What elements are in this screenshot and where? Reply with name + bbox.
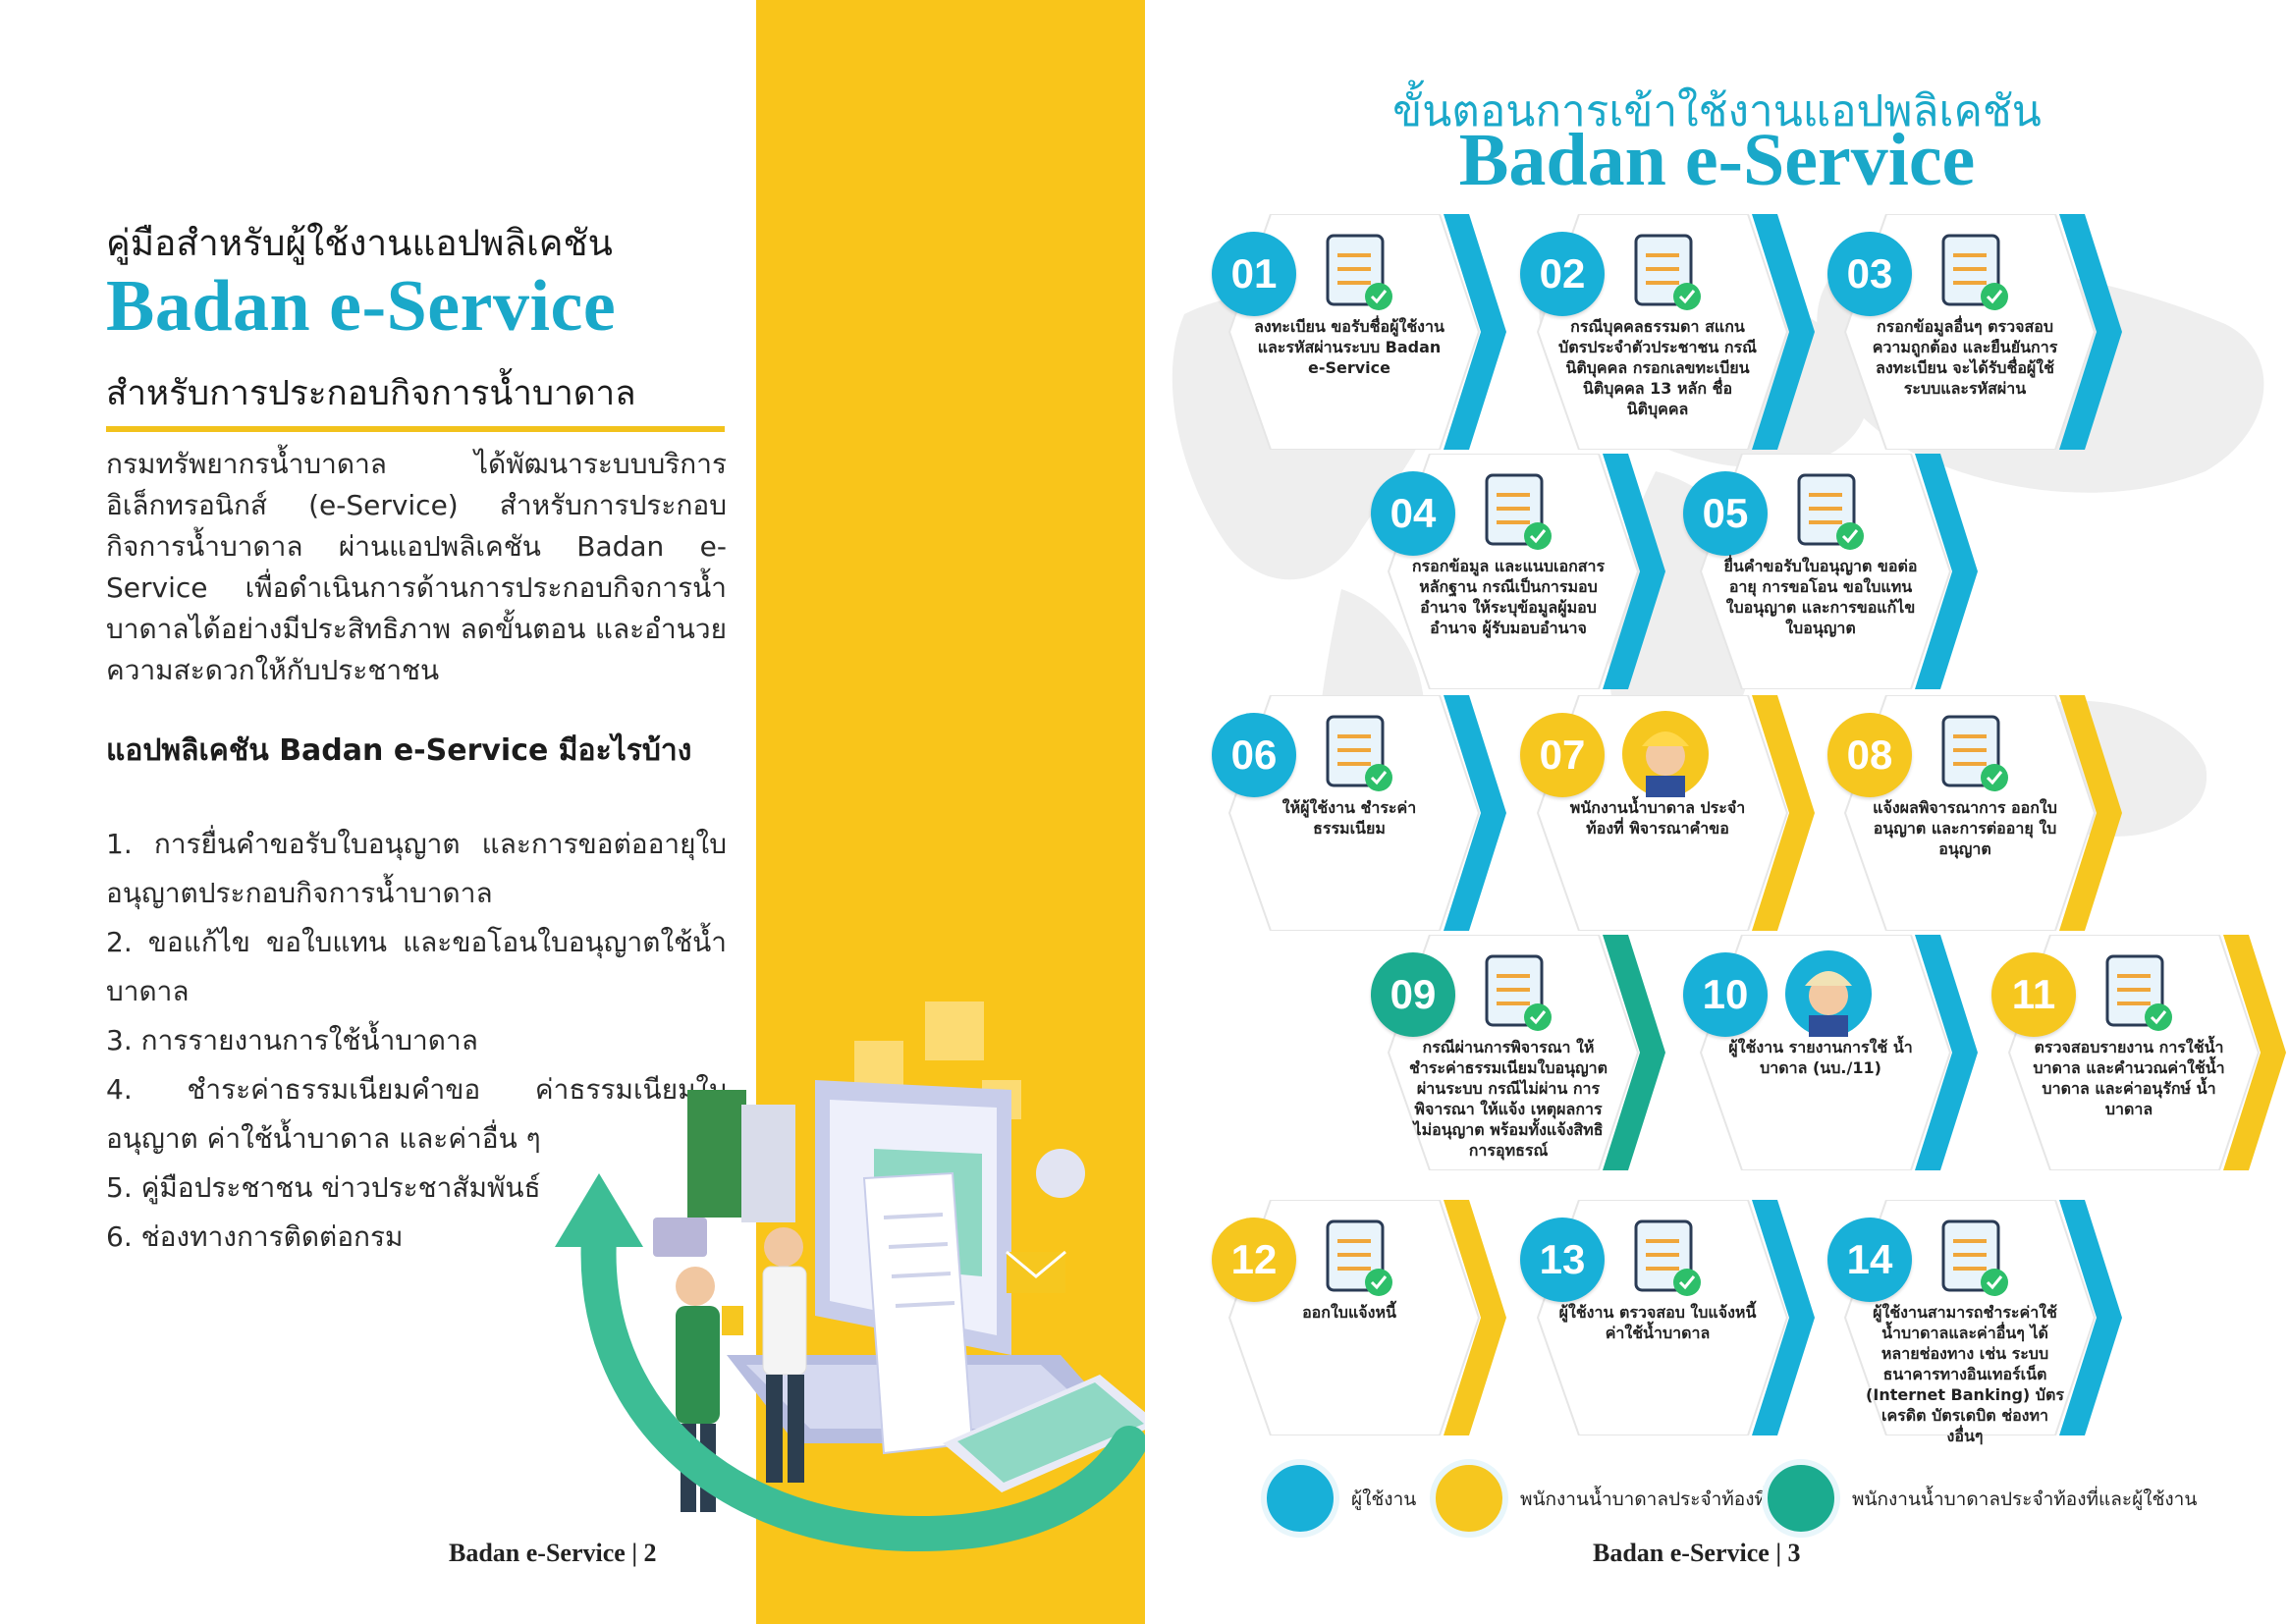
page-number: 3 [1787, 1539, 1801, 1567]
step-description: ลงทะเบียน ขอรับชื่อผู้ใช้งานและรหัสผ่านร… [1254, 317, 1444, 377]
footer-left: Badan e-Service | 2 [449, 1539, 657, 1568]
money-bag-icon [1326, 1219, 1392, 1296]
officer-icon [1622, 711, 1709, 797]
document-search-icon [1941, 234, 2008, 310]
step-description: กรอกข้อมูลอื่นๆ ตรวจสอบความถูกต้อง และยื… [1872, 317, 2058, 398]
steps-title: Badan e-Service [1458, 119, 1976, 201]
legend-label: พนักงานน้ำบาดาลประจำท้องที่ [1520, 1489, 1767, 1510]
page-number: 2 [643, 1539, 657, 1567]
footer-brand: Badan e-Service [1593, 1539, 1770, 1567]
business-illustration [555, 1001, 1159, 1551]
step-description: แจ้งผลพิจารณาการ ออกใบอนุญาต และการต่ออา… [1873, 798, 2057, 858]
invoice-icon [2105, 954, 2172, 1031]
divider [106, 426, 725, 432]
step-number-badge: 11 [1991, 952, 2076, 1037]
phone-check-icon [1634, 1219, 1701, 1296]
list-item: 4. ชำระค่าธรรมเนียมคำขอ ค่าธรรมเนียมใบอน… [106, 1073, 727, 1155]
step-number-badge: 14 [1827, 1218, 1912, 1302]
step-description: กรอกข้อมูล และแนบเอกสารหลักฐาน กรณีเป็นก… [1411, 557, 1606, 637]
footer-brand: Badan e-Service [449, 1539, 626, 1567]
features-heading: แอปพลิเคชัน Badan e-Service มีอะไรบ้าง [106, 733, 692, 768]
features-list: 1. การยื่นคำขอรับใบอนุญาต และการขอต่ออาย… [106, 820, 727, 1262]
license-document-icon [1797, 473, 1864, 550]
farmer-user-icon [1785, 950, 1872, 1037]
intro-paragraph: กรมทรัพยากรน้ำบาดาล ได้พัฒนาระบบบริการอิ… [106, 448, 727, 686]
step-number-badge: 01 [1212, 232, 1296, 316]
manual-supertitle: คู่มือสำหรับผู้ใช้งานแอปพลิเคชัน [106, 222, 613, 264]
brand-title: Badan e-Service [106, 266, 617, 347]
step-number-badge: 05 [1683, 471, 1768, 556]
step-description: ออกใบแจ้งหนี้ [1302, 1303, 1396, 1322]
step-description: ให้ผู้ใช้งาน ชำระค่าธรรมเนียม [1281, 798, 1417, 838]
clipboard-icon [1485, 473, 1552, 550]
footer-separator: | [1775, 1539, 1788, 1567]
step-number-badge: 10 [1683, 952, 1768, 1037]
step-description: ผู้ใช้งาน ตรวจสอบ ใบแจ้งหนี้ค่าใช้น้ำบาด… [1558, 1303, 1757, 1342]
step-description: กรณีบุคคลธรรมดา สแกนบัตรประจำตัวประชาชน … [1558, 317, 1757, 418]
footer-separator: | [631, 1539, 644, 1567]
step-description: ผู้ใช้งานสามารถชำระค่าใช้น้ำบาดาลและค่าอ… [1866, 1303, 2064, 1445]
steps-supertitle: ขั้นตอนการเข้าใช้งานแอปพลิเคชัน [1392, 86, 2042, 136]
list-item: 2. ขอแก้ไข ขอใบแทน และขอโอนใบอนุญาตใช้น้… [106, 926, 727, 1007]
email-notification-icon [1941, 715, 2008, 791]
step-number-badge: 03 [1827, 232, 1912, 316]
step-number-badge: 02 [1520, 232, 1605, 316]
right-page: ขั้นตอนการเข้าใช้งานแอปพลิเคชัน Badan e-… [1145, 0, 2289, 1624]
step-number-badge: 08 [1827, 713, 1912, 797]
step-description: ผู้ใช้งาน รายงานการใช้ น้ำบาดาล (นบ./11) [1728, 1038, 1913, 1077]
left-page: คู่มือสำหรับผู้ใช้งานแอปพลิเคชัน Badan e… [0, 0, 756, 1624]
list-item: 5. คู่มือประชาชน ข่าวประชาสัมพันธ์ [106, 1171, 541, 1204]
step-description: ตรวจสอบรายงาน การใช้น้ำบาดาล และคำนวณค่า… [2033, 1038, 2225, 1118]
step-description: ยื่นคำขอรับใบอนุญาต ขอต่ออายุ การขอโอน ข… [1723, 557, 1918, 637]
step-number-badge: 12 [1212, 1218, 1296, 1302]
step-description: พนักงานน้ำบาดาล ประจำท้องที่ พิจารณาคำขอ [1569, 798, 1746, 838]
footer-right: Badan e-Service | 3 [1593, 1539, 1801, 1568]
step-number-badge: 04 [1371, 471, 1455, 556]
list-item: 6. ช่องทางการติดต่อกรม [106, 1220, 404, 1253]
legend-label: ผู้ใช้งาน [1351, 1489, 1417, 1510]
step-number-badge: 09 [1371, 952, 1455, 1037]
paid-tablet-icon [1326, 715, 1392, 791]
manual-subtitle: สำหรับการประกอบกิจการน้ำบาดาล [106, 374, 636, 413]
step-number-badge: 13 [1520, 1218, 1605, 1302]
step-12: 12 ออกใบแจ้งหนี้ [1212, 1200, 1506, 1435]
payment-approve-icon [1485, 954, 1552, 1031]
step-number-badge: 06 [1212, 713, 1296, 797]
legend-label: พนักงานน้ำบาดาลประจำท้องที่และผู้ใช้งาน [1852, 1489, 2198, 1510]
finance-growth-icon [1941, 1219, 2008, 1296]
list-item: 3. การรายงานการใช้น้ำบาดาล [106, 1024, 478, 1056]
list-item: 1. การยื่นคำขอรับใบอนุญาต และการขอต่ออาย… [106, 828, 727, 909]
officer-and-user-icon [1762, 1459, 1840, 1538]
step-description: กรณีผ่านการพิจารณา ให้ชำระค่าธรรมเนียมใบ… [1408, 1038, 1608, 1160]
user-registration-icon [1326, 234, 1392, 310]
farmer-user-icon [1261, 1459, 1339, 1538]
id-card-icon [1634, 234, 1701, 310]
step-number-badge: 07 [1520, 713, 1605, 797]
officer-icon [1430, 1459, 1508, 1538]
